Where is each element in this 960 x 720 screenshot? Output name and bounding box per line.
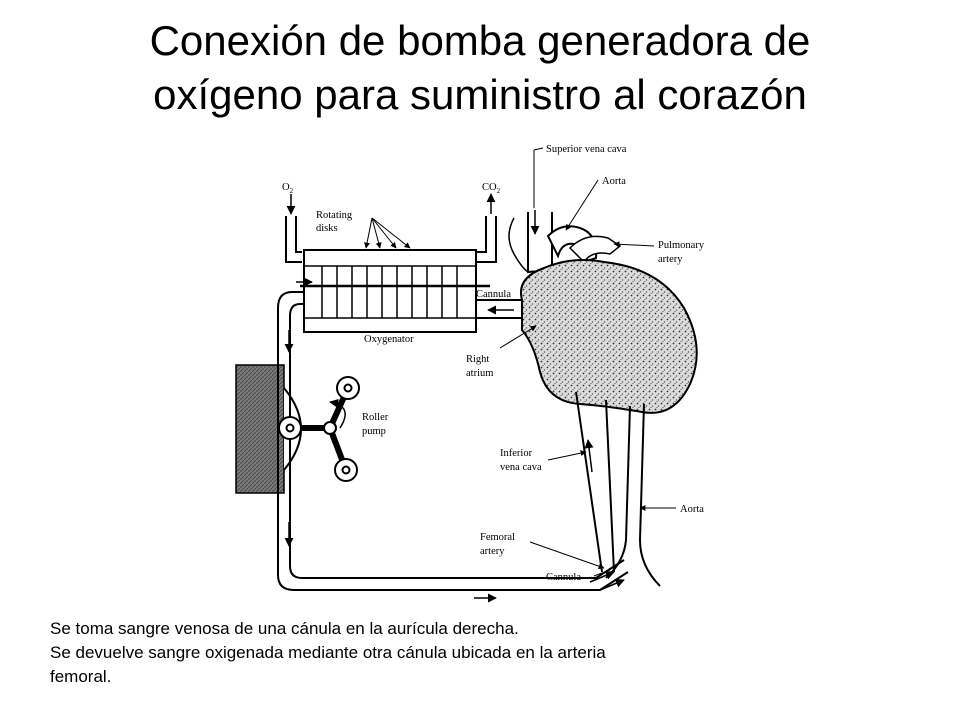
label-co2: CO2 bbox=[482, 182, 501, 195]
label-superior-vena-cava: Superior vena cava bbox=[546, 144, 627, 155]
label-rotating-disks-2: disks bbox=[316, 223, 338, 234]
caption-line-2: Se devuelve sangre oxigenada mediante ot… bbox=[50, 643, 606, 662]
title-line-2: oxígeno para suministro al corazón bbox=[153, 71, 807, 118]
heart bbox=[508, 212, 698, 587]
label-roller-pump-1: Roller bbox=[362, 412, 389, 423]
caption-line-1: Se toma sangre venosa de una cánula en l… bbox=[50, 619, 519, 638]
label-right-atrium-1: Right bbox=[466, 354, 489, 365]
label-femoral-artery-2: artery bbox=[480, 546, 505, 557]
label-roller-pump-2: pump bbox=[362, 426, 386, 437]
oxygenator bbox=[300, 249, 528, 333]
tubing-circuit bbox=[277, 216, 629, 591]
label-femoral-artery-1: Femoral bbox=[480, 532, 515, 543]
caption-line-3: femoral. bbox=[50, 667, 112, 686]
label-cannula-top: Cannula bbox=[476, 289, 511, 300]
slide-title: Conexión de bomba generadora de oxígeno … bbox=[30, 14, 930, 122]
label-oxygenator: Oxygenator bbox=[364, 334, 414, 345]
label-o2: O2 bbox=[282, 182, 294, 195]
label-inferior-vena-cava-2: vena cava bbox=[500, 462, 542, 473]
label-cannula-bottom: Cannula bbox=[546, 572, 581, 583]
label-inferior-vena-cava-1: Inferior bbox=[500, 448, 533, 459]
diagram-labels: Superior vena cava Aorta Pulmonary arter… bbox=[282, 144, 705, 583]
flow-arrows bbox=[284, 193, 625, 603]
roller-pump bbox=[278, 376, 360, 482]
label-rotating-disks-1: Rotating bbox=[316, 210, 353, 221]
label-pulmonary-artery-2: artery bbox=[658, 254, 683, 265]
rotation-arrow bbox=[329, 398, 346, 429]
label-aorta-top: Aorta bbox=[602, 176, 626, 187]
label-right-atrium-2: atrium bbox=[466, 368, 493, 379]
caption: Se toma sangre venosa de una cánula en l… bbox=[50, 617, 930, 689]
label-pulmonary-artery-1: Pulmonary bbox=[658, 240, 705, 251]
label-aorta-lower: Aorta bbox=[680, 504, 704, 515]
callout-lines bbox=[364, 147, 676, 577]
title-line-1: Conexión de bomba generadora de bbox=[149, 17, 811, 64]
